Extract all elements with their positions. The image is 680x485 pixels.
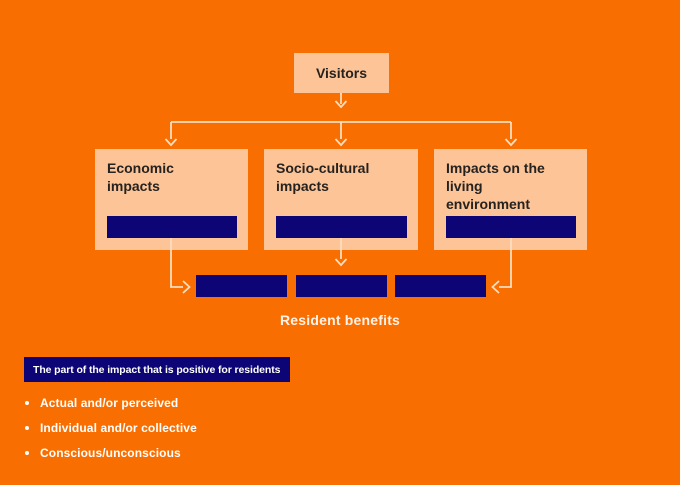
definition-box: The part of the impact that is positive …: [24, 357, 291, 382]
bullet-text: Individual and/or collective: [40, 420, 197, 435]
benefit-bar-2: [296, 275, 387, 297]
economic-redacted-bar: [107, 216, 237, 238]
socio-cultural-impacts-node: Socio-cultural impacts: [264, 149, 418, 250]
economic-impacts-node: Economic impacts: [95, 149, 248, 250]
benefit-bar-3: [395, 275, 486, 297]
arrowhead-economic-to-benefits: [182, 280, 191, 294]
arrowhead-visitors-down: [334, 100, 348, 109]
visitors-label: Visitors: [315, 65, 368, 81]
arrowhead-to-economic: [164, 138, 178, 147]
visitors-node: Visitors: [294, 53, 389, 93]
bullet-dot-icon: [25, 425, 29, 430]
socio-cultural-redacted-bar: [276, 216, 407, 238]
bullet-item: Individual and/or collective: [25, 415, 197, 440]
bullet-item: Actual and/or perceived: [25, 390, 197, 415]
bullet-text: Conscious/unconscious: [40, 445, 181, 460]
living-environment-node: Impacts on the living environment: [434, 149, 587, 250]
resident-benefits-label: Resident benefits: [279, 312, 401, 328]
arrowhead-to-socio-cultural: [334, 138, 348, 147]
economic-impacts-label: Economic impacts: [107, 160, 174, 194]
living-environment-label: Impacts on the living environment: [446, 160, 545, 212]
bullet-text: Actual and/or perceived: [40, 395, 179, 410]
arrowhead-socio-to-benefits: [334, 258, 348, 267]
benefit-bar-1: [196, 275, 287, 297]
bullet-dot-icon: [25, 450, 29, 455]
arrowhead-living-to-benefits: [491, 280, 500, 294]
bullet-dot-icon: [25, 400, 29, 405]
socio-cultural-impacts-label: Socio-cultural impacts: [276, 160, 370, 194]
definition-bullet-list: Actual and/or perceived Individual and/o…: [25, 390, 197, 465]
definition-label: The part of the impact that is positive …: [33, 363, 281, 376]
bullet-item: Conscious/unconscious: [25, 440, 197, 465]
arrowhead-to-living-environment: [504, 138, 518, 147]
living-environment-redacted-bar: [446, 216, 576, 238]
